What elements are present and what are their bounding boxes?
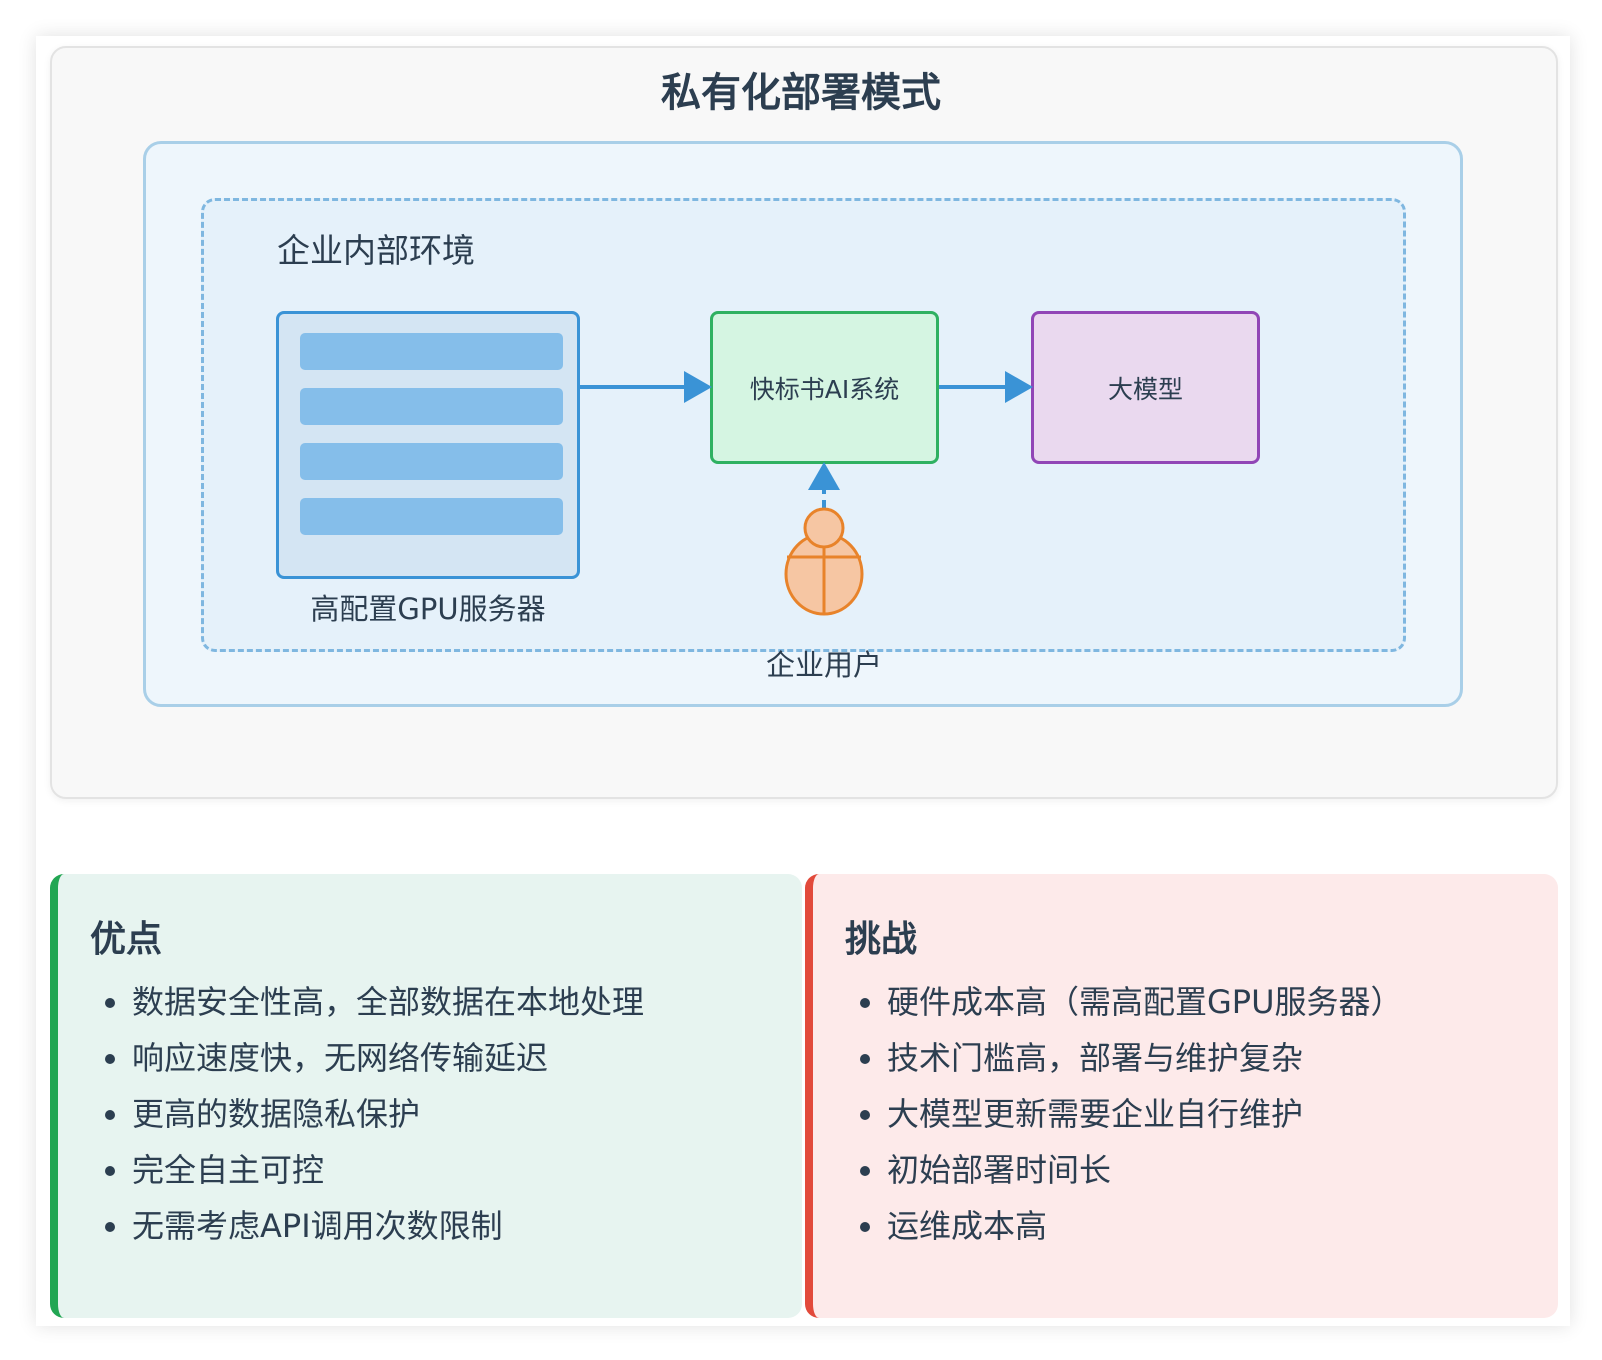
cons-list: 硬件成本高（需高配置GPU服务器） 技术门槛高，部署与维护复杂 大模型更新需要企…	[845, 974, 1403, 1254]
gpu-server-node	[276, 311, 580, 579]
cons-title: 挑战	[845, 919, 918, 960]
list-item: 技术门槛高，部署与维护复杂	[887, 1030, 1403, 1086]
pros-title: 优点	[90, 919, 163, 960]
gpu-server-slot	[300, 333, 563, 370]
list-item: 大模型更新需要企业自行维护	[887, 1086, 1403, 1142]
list-item: 更高的数据隐私保护	[132, 1086, 644, 1142]
list-item: 完全自主可控	[132, 1142, 644, 1198]
gpu-server-slot	[300, 388, 563, 425]
gpu-server-label: 高配置GPU服务器	[310, 592, 546, 626]
large-model-node: 大模型	[1031, 311, 1260, 464]
list-item: 响应速度快，无网络传输延迟	[132, 1030, 644, 1086]
large-model-label: 大模型	[1107, 374, 1183, 404]
list-item: 运维成本高	[887, 1198, 1403, 1254]
list-item: 无需考虑API调用次数限制	[132, 1198, 644, 1254]
ai-system-node: 快标书AI系统	[710, 311, 939, 464]
enterprise-environment-label: 企业内部环境	[277, 231, 475, 270]
list-item: 数据安全性高，全部数据在本地处理	[132, 974, 644, 1030]
enterprise-user-label: 企业用户	[765, 648, 882, 682]
gpu-server-slot	[300, 443, 563, 480]
ai-system-label: 快标书AI系统	[749, 374, 900, 404]
list-item: 初始部署时间长	[887, 1142, 1403, 1198]
pros-list: 数据安全性高，全部数据在本地处理 响应速度快，无网络传输延迟 更高的数据隐私保护…	[90, 974, 644, 1254]
list-item: 硬件成本高（需高配置GPU服务器）	[887, 974, 1403, 1030]
cons-card: 挑战 硬件成本高（需高配置GPU服务器） 技术门槛高，部署与维护复杂 大模型更新…	[805, 874, 1558, 1318]
diagram-title: 私有化部署模式	[661, 70, 941, 116]
user-icon	[784, 507, 864, 616]
pros-card: 优点 数据安全性高，全部数据在本地处理 响应速度快，无网络传输延迟 更高的数据隐…	[50, 874, 802, 1318]
gpu-server-slot	[300, 498, 563, 535]
